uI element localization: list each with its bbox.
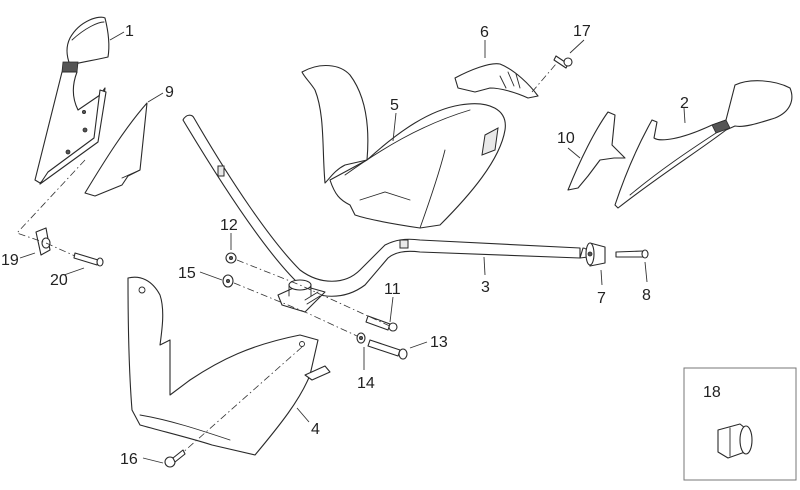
part-2-right-mirror[interactable]: [614, 80, 793, 209]
callout-14: 14: [357, 375, 375, 392]
callout-9: 9: [165, 84, 174, 101]
assembly-line-15-13: [233, 282, 358, 337]
part-4-front-lower-cover[interactable]: [127, 276, 331, 456]
part-7-bar-end-weight[interactable]: [585, 242, 606, 267]
part-13-bolt[interactable]: [367, 339, 408, 360]
part-9-left-trim[interactable]: [84, 102, 148, 197]
part-16-screw[interactable]: [164, 449, 186, 468]
callout-8: 8: [642, 287, 651, 304]
callout-11: 11: [384, 281, 401, 298]
part-17-screw[interactable]: [553, 55, 573, 69]
assembly-line-12-11: [236, 259, 393, 328]
callout-1: 1: [125, 23, 134, 40]
part-19-clip-nut[interactable]: [35, 227, 51, 256]
part-10-right-trim[interactable]: [567, 111, 626, 191]
inset-box-part-18: [683, 367, 797, 481]
callout-18: 18: [703, 384, 721, 401]
callout-5: 5: [390, 97, 399, 114]
part-8-bar-end-screw[interactable]: [615, 249, 649, 259]
callout-15: 15: [178, 265, 196, 282]
part-11-bolt[interactable]: [365, 315, 398, 332]
callout-10: 10: [557, 130, 575, 147]
callout-7: 7: [597, 290, 606, 307]
assembly-line-17: [531, 63, 557, 93]
callout-17: 17: [573, 23, 591, 40]
part-1-left-mirror[interactable]: [34, 16, 110, 185]
assembly-line-19-20: [16, 159, 86, 257]
leader-lines: [19, 31, 686, 464]
callout-19: 19: [1, 252, 19, 269]
part-15-nut[interactable]: [222, 274, 234, 288]
callout-16: 16: [120, 451, 138, 468]
part-14-washer[interactable]: [356, 332, 366, 344]
callout-20: 20: [50, 272, 68, 289]
callout-3: 3: [481, 279, 490, 296]
callout-labels: 1 2 3 4 5 6 7 8 9 10 11 12 13 14 15 16 1…: [1, 23, 721, 468]
callout-12: 12: [220, 217, 238, 234]
callout-4: 4: [311, 421, 320, 438]
part-5-handlebar-rear-cover[interactable]: [301, 65, 506, 229]
part-12-nut[interactable]: [225, 252, 237, 264]
part-20-screw[interactable]: [73, 252, 104, 267]
callout-13: 13: [430, 334, 448, 351]
callout-2: 2: [680, 95, 689, 112]
part-18-cap[interactable]: [717, 423, 753, 459]
callout-6: 6: [480, 24, 489, 41]
part-6-top-cover[interactable]: [454, 63, 539, 99]
